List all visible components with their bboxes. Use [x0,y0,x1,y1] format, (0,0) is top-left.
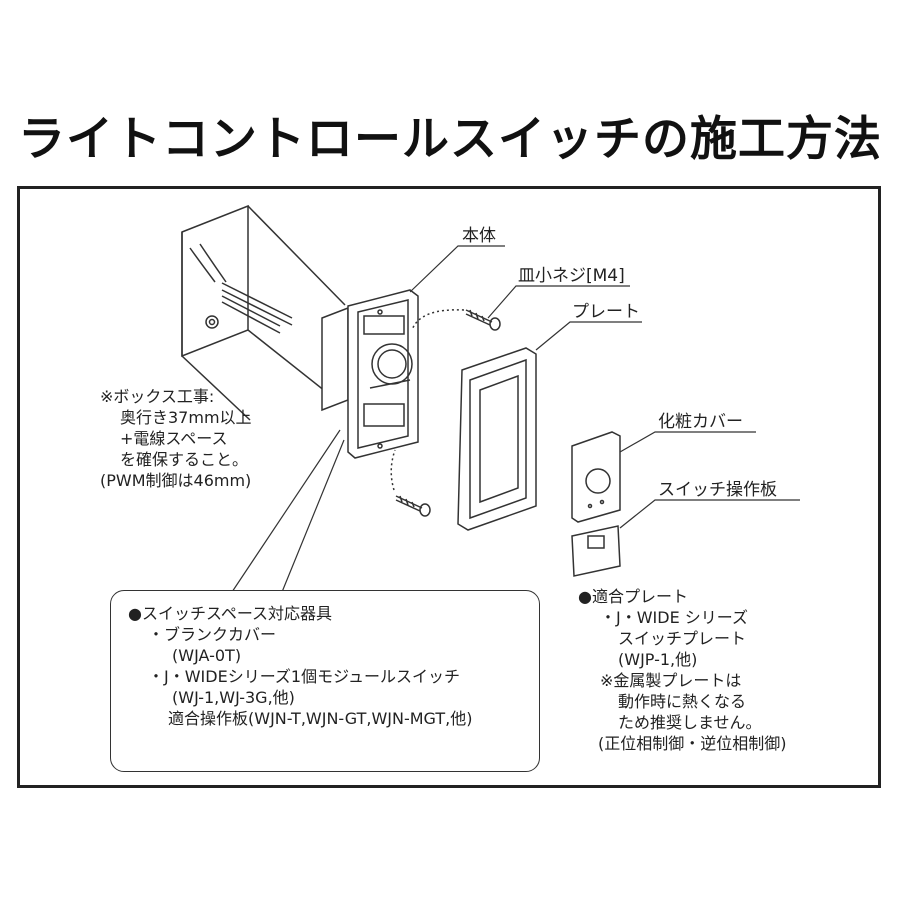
box-note-line: ※ボックス工事: [100,387,215,406]
upper-screw [465,309,501,331]
label-body: 本体 [462,226,496,246]
switch-space-item: 適合操作板(WJN-T,WJN-GT,WJN-MGT,他) [168,709,473,728]
leader-lines [409,245,800,529]
box-note: ※ボックス工事: 奥行き37mm以上 +電線スペース を確保すること。 (PWM… [100,386,252,491]
switch-panel [571,525,621,577]
switch-space-code: (WJA-0T) [172,646,242,665]
lower-screw [395,495,431,517]
plate-note-line: ・J・WIDE シリーズ [600,608,748,627]
switch-space-code: (WJ-1,WJ-3G,他) [172,688,295,707]
plate-note-line: 動作時に熱くなる [618,692,747,711]
plate-note-line: スイッチプレート [618,629,747,648]
box-note-line: (PWM制御は46mm) [100,471,252,490]
box-note-line: +電線スペース [120,429,228,448]
plate-note-heading: ●適合プレート [578,587,688,606]
label-plate: プレート [572,302,640,322]
plate-note-line: (WJP-1,他) [618,650,698,669]
switch-space-heading: ●スイッチスペース対応器具 [128,604,333,623]
switch-space-item: ・ブランクカバー [148,625,277,644]
plate-note: ●適合プレート ・J・WIDE シリーズ スイッチプレート (WJP-1,他) … [578,586,787,754]
plate-note-line: ため推奨しません。 [618,713,762,732]
plate-note-line: (正位相制御・逆位相制御) [598,734,787,753]
switch-space-callout [110,590,540,772]
wires [189,243,293,334]
box-note-line: 奥行き37mm以上 [120,408,252,427]
decorative-cover [571,431,621,523]
main-body [321,289,419,459]
box-note-line: を確保すること。 [120,450,249,469]
switch-space-item: ・J・WIDEシリーズ1個モジュールスイッチ [148,667,460,686]
diagram-frame [17,186,881,788]
plate-note-line: ※金属製プレートは [600,671,742,690]
box-hole [205,315,219,329]
page-title: ライトコントロールスイッチの施工方法 [18,112,882,167]
label-switch-panel: スイッチ操作板 [658,480,777,500]
plate [457,347,537,531]
switch-space-text: ●スイッチスペース対応器具 ・ブランクカバー (WJA-0T) ・J・WIDEシ… [128,603,473,729]
label-cover: 化粧カバー [658,412,743,432]
label-screw: 皿小ネジ[M4] [518,266,625,286]
